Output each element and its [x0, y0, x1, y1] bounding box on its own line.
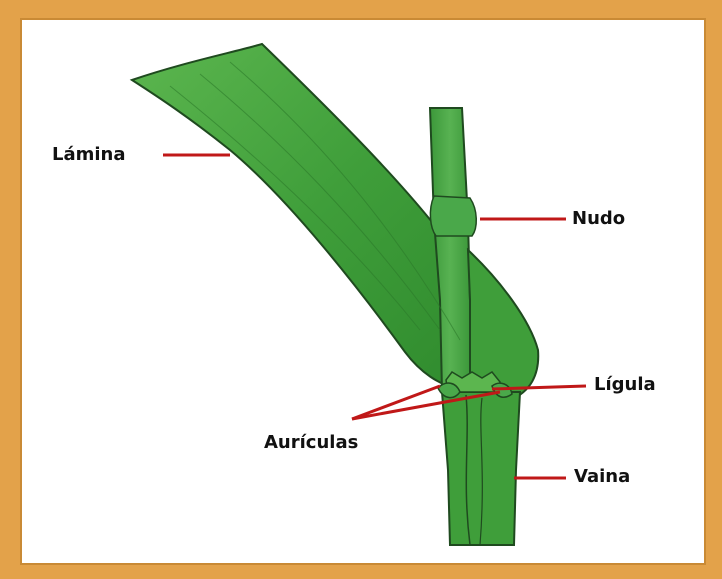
label-lamina: Lámina [52, 146, 126, 164]
label-vaina: Vaina [574, 468, 630, 486]
label-auriculas: Aurículas [264, 434, 358, 452]
label-ligula: Lígula [594, 376, 656, 394]
leader-auricula-left [352, 386, 440, 419]
label-nudo: Nudo [572, 210, 625, 228]
node-shape [430, 196, 476, 236]
diagram-canvas: Lámina Nudo Lígula Aurículas Vaina [24, 22, 704, 562]
